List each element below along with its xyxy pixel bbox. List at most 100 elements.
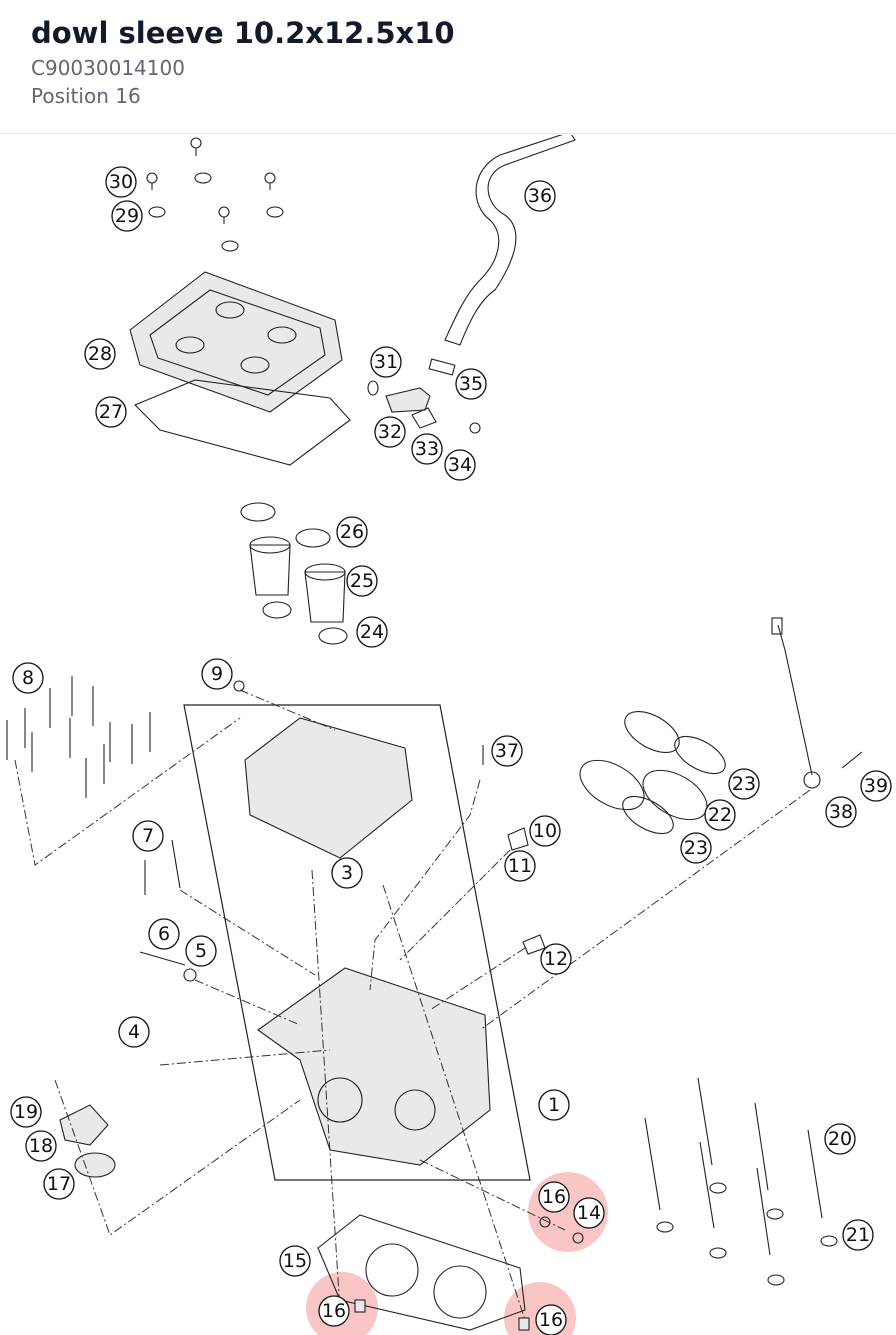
svg-text:15: 15 <box>283 1250 307 1272</box>
svg-text:10: 10 <box>533 820 557 842</box>
svg-text:39: 39 <box>864 775 888 797</box>
svg-text:7: 7 <box>142 825 154 847</box>
callout-16[interactable]: 16 <box>535 1304 567 1335</box>
svg-text:26: 26 <box>340 521 364 543</box>
head-bolts <box>644 1077 838 1286</box>
callout-22[interactable]: 22 <box>704 799 736 831</box>
cover-bolts <box>146 137 284 252</box>
svg-text:18: 18 <box>29 1135 53 1157</box>
callout-1[interactable]: 1 <box>538 1089 570 1121</box>
callout-32[interactable]: 32 <box>374 416 406 448</box>
knock-sensor-cable <box>777 624 813 776</box>
svg-text:4: 4 <box>128 1021 140 1043</box>
callout-11[interactable]: 11 <box>504 850 536 882</box>
callout-27[interactable]: 27 <box>95 396 127 428</box>
svg-text:6: 6 <box>158 923 170 945</box>
svg-text:17: 17 <box>47 1173 71 1195</box>
callout-25[interactable]: 25 <box>346 565 378 597</box>
callout-group: 30 29 36 28 31 35 27 32 33 34 26 25 24 8… <box>10 166 892 1335</box>
svg-text:20: 20 <box>828 1128 852 1150</box>
callout-14[interactable]: 14 <box>573 1197 605 1229</box>
callout-23[interactable]: 23 <box>680 832 712 864</box>
svg-text:31: 31 <box>374 351 398 373</box>
callout-39[interactable]: 39 <box>860 770 892 802</box>
callout-20[interactable]: 20 <box>824 1123 856 1155</box>
svg-text:8: 8 <box>22 667 34 689</box>
callout-24[interactable]: 24 <box>356 616 388 648</box>
svg-text:12: 12 <box>544 948 568 970</box>
valve-cover-gasket <box>134 379 351 466</box>
callout-10[interactable]: 10 <box>529 815 561 847</box>
part-header: dowl sleeve 10.2x12.5x10 C90030014100 Po… <box>0 0 896 134</box>
dowel-sleeve <box>518 1317 530 1331</box>
callout-6[interactable]: 6 <box>148 918 180 950</box>
svg-text:11: 11 <box>508 855 532 877</box>
callout-3[interactable]: 3 <box>331 857 363 889</box>
thermostat-housing <box>59 1104 109 1146</box>
svg-text:36: 36 <box>528 185 552 207</box>
callout-38[interactable]: 38 <box>825 796 857 828</box>
svg-text:5: 5 <box>195 940 207 962</box>
part-position: Position 16 <box>31 84 141 108</box>
exploded-parts-diagram: 30 29 36 28 31 35 27 32 33 34 26 25 24 8… <box>6 135 892 1335</box>
svg-text:23: 23 <box>684 837 708 859</box>
callout-18[interactable]: 18 <box>25 1130 57 1162</box>
valve-cover <box>129 271 343 413</box>
callout-33[interactable]: 33 <box>411 433 443 465</box>
breather-fitting <box>367 358 481 434</box>
callout-35[interactable]: 35 <box>455 368 487 400</box>
callout-17[interactable]: 17 <box>43 1168 75 1200</box>
svg-text:14: 14 <box>577 1202 601 1224</box>
leader-lines <box>14 689 811 1321</box>
svg-text:16: 16 <box>542 1186 566 1208</box>
callout-9[interactable]: 9 <box>201 658 233 690</box>
callout-16[interactable]: 16 <box>318 1295 350 1327</box>
breather-hose <box>444 135 576 346</box>
svg-text:24: 24 <box>360 621 384 643</box>
callout-16[interactable]: 16 <box>538 1181 570 1213</box>
svg-text:30: 30 <box>109 171 133 193</box>
callout-31[interactable]: 31 <box>370 346 402 378</box>
spark-plug-seals <box>240 502 348 645</box>
svg-text:34: 34 <box>448 454 472 476</box>
part-title: dowl sleeve 10.2x12.5x10 <box>31 16 455 50</box>
callout-37[interactable]: 37 <box>491 735 523 767</box>
callout-4[interactable]: 4 <box>118 1016 150 1048</box>
svg-text:9: 9 <box>211 663 223 685</box>
dowel-sleeve <box>354 1299 366 1313</box>
callout-26[interactable]: 26 <box>336 516 368 548</box>
callout-12[interactable]: 12 <box>540 943 572 975</box>
camshaft-bolts <box>6 676 151 798</box>
callout-19[interactable]: 19 <box>10 1096 42 1128</box>
callout-29[interactable]: 29 <box>111 200 143 232</box>
callout-30[interactable]: 30 <box>105 166 137 198</box>
svg-text:33: 33 <box>415 438 439 460</box>
svg-text:27: 27 <box>99 401 123 423</box>
assembly-frame <box>183 704 531 1181</box>
callout-36[interactable]: 36 <box>524 180 556 212</box>
callout-15[interactable]: 15 <box>279 1245 311 1277</box>
thermostat <box>74 1152 116 1178</box>
svg-text:37: 37 <box>495 740 519 762</box>
callout-21[interactable]: 21 <box>842 1219 874 1251</box>
callout-7[interactable]: 7 <box>132 820 164 852</box>
svg-text:19: 19 <box>14 1101 38 1123</box>
line-art <box>6 135 863 1331</box>
callout-5[interactable]: 5 <box>185 935 217 967</box>
callout-34[interactable]: 34 <box>444 449 476 481</box>
svg-text:1: 1 <box>548 1094 560 1116</box>
svg-text:25: 25 <box>350 570 374 592</box>
svg-text:23: 23 <box>732 773 756 795</box>
svg-text:38: 38 <box>829 801 853 823</box>
svg-text:29: 29 <box>115 205 139 227</box>
callout-23[interactable]: 23 <box>728 768 760 800</box>
callout-28[interactable]: 28 <box>84 338 116 370</box>
part-number: C90030014100 <box>31 56 185 80</box>
svg-text:28: 28 <box>88 343 112 365</box>
svg-text:32: 32 <box>378 421 402 443</box>
callout-8[interactable]: 8 <box>12 662 44 694</box>
camshaft-carrier <box>244 717 413 859</box>
svg-text:35: 35 <box>459 373 483 395</box>
svg-text:22: 22 <box>708 804 732 826</box>
svg-text:16: 16 <box>322 1300 346 1322</box>
